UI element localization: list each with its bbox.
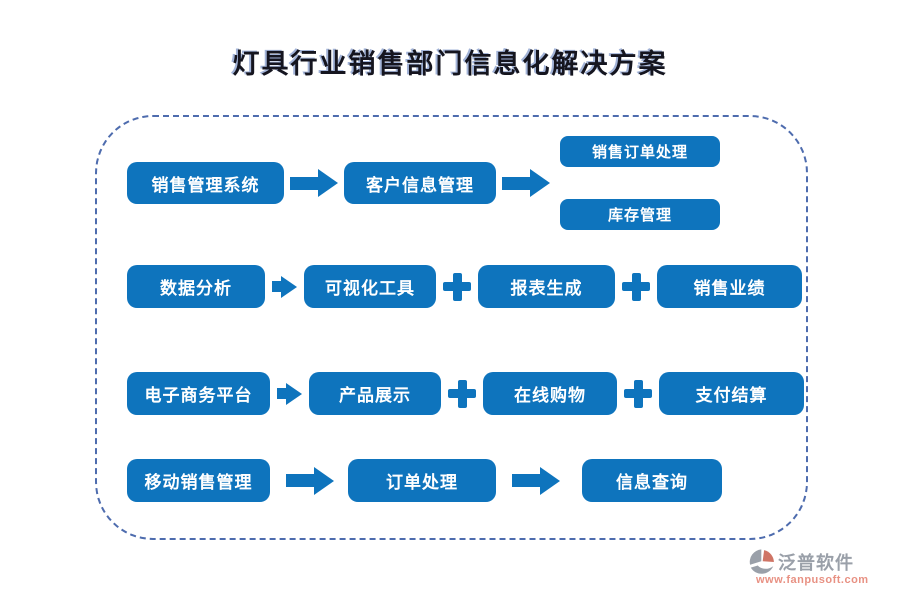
page-title: 灯具行业销售部门信息化解决方案 [232, 49, 668, 79]
arrow-shaft [512, 474, 540, 487]
arrow-shaft [277, 388, 286, 399]
plus-icon [622, 272, 650, 301]
flow-row-2: 数据分析 可视化工具 报表生成 销售业绩 [127, 265, 802, 308]
node-product-display: 产品展示 [309, 372, 441, 415]
arrow-right-icon [290, 169, 338, 197]
arrow-right-icon [512, 466, 560, 495]
node-customer-info-mgmt: 客户信息管理 [344, 162, 496, 204]
arrow-shaft [502, 176, 530, 190]
arrow-head [314, 466, 334, 495]
flow-row-1: 销售管理系统 客户信息管理 销售订单处理 库存管理 [127, 136, 720, 230]
arrow-head [286, 382, 302, 405]
arrow-head [281, 275, 297, 298]
fanpu-logo: 泛普软件 www.fanpusoft.com [748, 548, 898, 586]
flow-row-3: 电子商务平台 产品展示 在线购物 支付结算 [127, 372, 804, 415]
plus-icon [443, 272, 471, 301]
arrow-right-icon [272, 275, 297, 298]
node-payment-settlement: 支付结算 [659, 372, 804, 415]
fanpu-logo-icon [749, 549, 774, 574]
node-sales-mgmt-system: 销售管理系统 [127, 162, 284, 204]
arrow-right-icon [502, 169, 550, 197]
plus-icon [624, 379, 652, 408]
arrow-head [530, 169, 550, 197]
plus-icon [448, 379, 476, 408]
row1-output-column: 销售订单处理 库存管理 [560, 136, 720, 230]
arrow-head [540, 466, 560, 495]
arrow-right-icon [286, 466, 334, 495]
flow-row-4: 移动销售管理 订单处理 信息查询 [127, 459, 722, 502]
node-sales-performance: 销售业绩 [657, 265, 802, 308]
arrow-head [318, 169, 338, 197]
arrow-shaft [286, 474, 314, 487]
fanpu-logo-url: www.fanpusoft.com [756, 574, 869, 586]
arrow-shaft [272, 281, 281, 292]
node-sales-order-processing: 销售订单处理 [560, 136, 720, 167]
node-mobile-sales-mgmt: 移动销售管理 [127, 459, 270, 502]
arrow-right-icon [277, 382, 302, 405]
arrow-shaft [290, 176, 318, 190]
node-data-analysis: 数据分析 [127, 265, 265, 308]
node-inventory-mgmt: 库存管理 [560, 199, 720, 230]
node-visualization-tools: 可视化工具 [304, 265, 436, 308]
node-online-shopping: 在线购物 [483, 372, 617, 415]
node-report-generation: 报表生成 [478, 265, 615, 308]
diagram-frame [95, 115, 808, 540]
node-order-processing: 订单处理 [348, 459, 496, 502]
node-ecommerce-platform: 电子商务平台 [127, 372, 270, 415]
fanpu-logo-name: 泛普软件 [778, 553, 854, 573]
node-info-query: 信息查询 [582, 459, 722, 502]
